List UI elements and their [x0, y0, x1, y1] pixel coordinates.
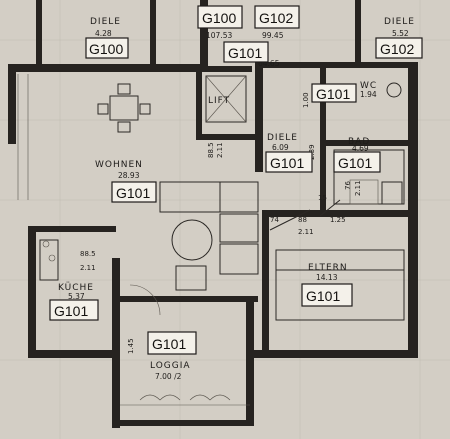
area-wc: 1.94 [360, 90, 377, 99]
area-bad: 4.69 [352, 144, 369, 153]
dim-211-a: 2.11 [216, 142, 224, 158]
room-name-wohnen: WOHNEN [95, 160, 143, 170]
dim-88: 88 [298, 216, 307, 224]
code-box-g100-tl [85, 37, 129, 59]
area-g102-top: 99.45 [262, 31, 284, 40]
code-g100-top: G100 [202, 10, 236, 26]
room-name-eltern: ELTERN [308, 263, 348, 273]
code-box-g101-wohnen [111, 181, 157, 203]
room-name-lift: LIFT [208, 96, 230, 106]
dim-885-a: 88.5 [207, 142, 215, 158]
room-name-bad: BAD [348, 137, 370, 147]
room-name-kueche: KÜCHE [58, 282, 94, 293]
area-diele-tl: 4.28 [95, 29, 112, 38]
code-box-g101-wc [311, 83, 357, 103]
code-g101-eltern: G101 [306, 288, 340, 304]
dim-211-c: 2.11 [298, 228, 314, 236]
dim-145: 1.45 [127, 338, 135, 354]
dim-885-b: 88.5 [80, 250, 96, 258]
code-box-g101-loggia [147, 331, 197, 355]
code-g100-tl: G100 [89, 41, 123, 57]
code-box-g101-kueche [49, 299, 99, 321]
code-g101-wohnen: G101 [116, 185, 150, 201]
code-box-g101-bad [333, 151, 381, 173]
code-g102-tr: G102 [380, 41, 414, 57]
walls [8, 0, 418, 428]
code-box-g102-top [254, 5, 300, 29]
code-box-g101-top [223, 41, 269, 63]
room-name-wc: WC [360, 81, 377, 91]
area-wohnen: 28.93 [118, 171, 140, 180]
area-g100-top: 107.53 [206, 31, 232, 40]
area-kueche: 5.37 [68, 292, 85, 301]
code-g101-loggia: G101 [152, 336, 186, 352]
area-diele-tr: 5.52 [392, 29, 409, 38]
code-box-g100-top [197, 5, 243, 29]
room-name-diele-tl: DIELE [90, 17, 121, 27]
code-box-g101-eltern [301, 283, 353, 307]
dim-125: 1.25 [330, 216, 346, 224]
area-g101-top: 64.65 [258, 59, 280, 68]
area-eltern: 14.13 [316, 273, 338, 282]
area-loggia: 7.00 /2 [155, 372, 182, 381]
code-g101-kueche: G101 [54, 303, 88, 319]
code-g101-top: G101 [228, 45, 262, 61]
code-box-g102-tr [375, 37, 423, 59]
dim-211-b: 2.11 [80, 264, 96, 272]
dim-74: 74 [270, 216, 279, 224]
area-diele-mid: 6.09 [272, 143, 289, 152]
code-g101-wc: G101 [316, 86, 350, 102]
dim-76: 76 [344, 181, 352, 190]
dim-211-d: 2.11 [354, 180, 362, 196]
code-g101-bad: G101 [338, 155, 372, 171]
room-name-diele-tr: DIELE [384, 17, 415, 27]
room-name-loggia: LOGGIA [150, 361, 191, 371]
room-name-diele-mid: DIELE [267, 133, 298, 143]
room-code-boxes: G100 G100 G102 G102 G101 G101 G101 G101 … [49, 5, 423, 355]
code-box-g101-diele [265, 151, 313, 173]
furniture [17, 74, 405, 406]
room-labels: DIELE 4.28 DIELE 5.52 107.53 99.45 64.65… [58, 17, 415, 381]
dim-100: 1.00 [302, 92, 310, 108]
code-g101-diele: G101 [270, 155, 304, 171]
dim-15: 15 [318, 194, 327, 202]
code-g102-top: G102 [259, 10, 293, 26]
